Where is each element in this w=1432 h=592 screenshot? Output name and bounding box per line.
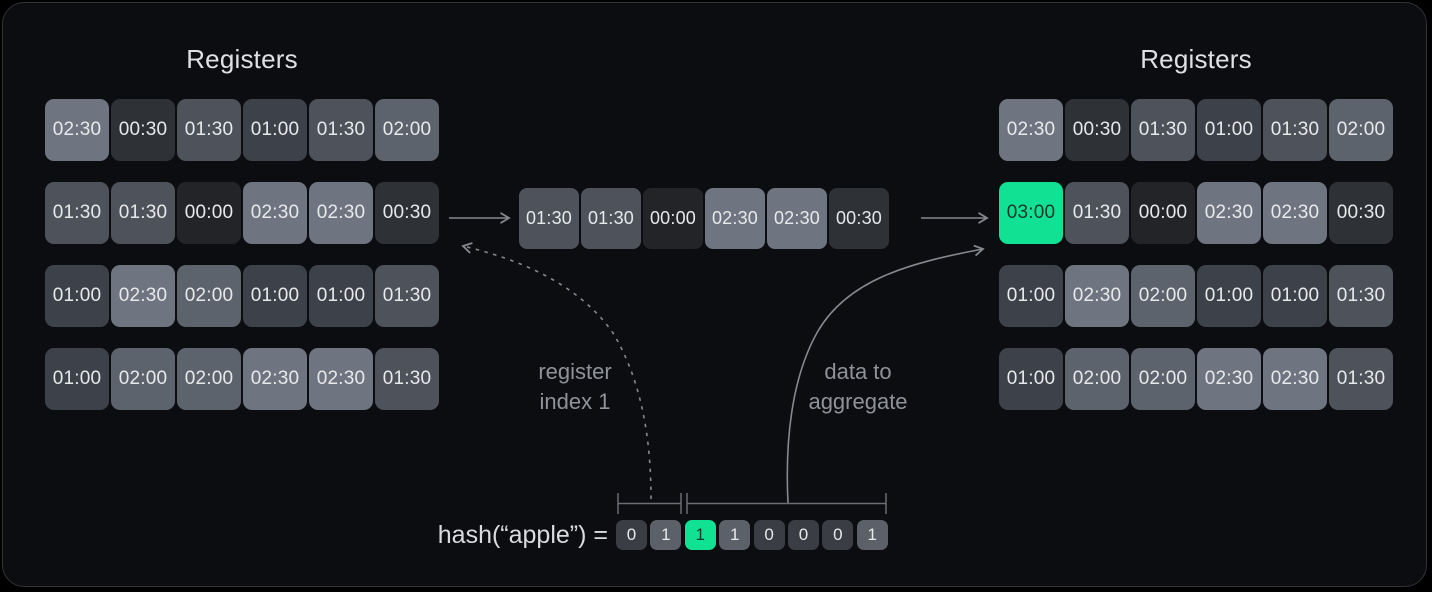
register-cell: 00:30 xyxy=(1329,182,1393,244)
register-cell: 01:00 xyxy=(243,99,307,161)
register-cell: 01:00 xyxy=(243,265,307,327)
register-cell: 02:00 xyxy=(111,348,175,410)
register-cell: 00:30 xyxy=(829,188,889,249)
register-cell: 02:00 xyxy=(1065,348,1129,410)
hash-bit: 0 xyxy=(787,520,819,550)
register-cell: 01:30 xyxy=(519,188,579,249)
register-cell: 01:00 xyxy=(999,348,1063,410)
register-cell-highlighted: 03:00 xyxy=(999,182,1063,244)
register-cell: 02:00 xyxy=(1131,265,1195,327)
data-bits-bracket xyxy=(686,493,887,514)
register-cell: 00:00 xyxy=(177,182,241,244)
register-cell: 01:00 xyxy=(1197,265,1261,327)
register-cell: 02:00 xyxy=(177,348,241,410)
register-cell: 01:00 xyxy=(45,348,109,410)
register-cell: 02:00 xyxy=(375,99,439,161)
register-cell: 00:00 xyxy=(1131,182,1195,244)
register-cell: 02:30 xyxy=(1065,265,1129,327)
register-cell: 01:30 xyxy=(1329,265,1393,327)
right-registers-title: Registers xyxy=(1140,44,1252,74)
register-cell: 01:30 xyxy=(1131,99,1195,161)
register-cell: 02:30 xyxy=(1263,182,1327,244)
hash-bit: 1 xyxy=(856,520,888,550)
hash-bit: 0 xyxy=(753,520,785,550)
register-cell: 02:00 xyxy=(177,265,241,327)
register-cell: 02:30 xyxy=(705,188,765,249)
register-cell: 00:30 xyxy=(111,99,175,161)
register-cell: 02:30 xyxy=(767,188,827,249)
register-cell: 02:30 xyxy=(243,182,307,244)
register-cell: 01:30 xyxy=(1263,99,1327,161)
register-cell: 02:30 xyxy=(1197,182,1261,244)
register-cell: 01:30 xyxy=(1329,348,1393,410)
register-cell: 02:30 xyxy=(243,348,307,410)
register-cell: 01:30 xyxy=(581,188,641,249)
register-cell: 02:00 xyxy=(1329,99,1393,161)
register-cell: 00:30 xyxy=(375,182,439,244)
register-cell: 01:00 xyxy=(999,265,1063,327)
data-to-aggregate-label: data to aggregate xyxy=(808,359,908,414)
register-cell: 02:00 xyxy=(1131,348,1195,410)
index-bits-bracket xyxy=(617,493,682,514)
hash-bit: 0 xyxy=(616,520,647,550)
hash-expression: hash(“apple”) = xyxy=(437,521,608,549)
register-cell: 01:30 xyxy=(309,99,373,161)
register-cell: 02:30 xyxy=(309,182,373,244)
register-cell: 02:30 xyxy=(999,99,1063,161)
register-cell: 01:00 xyxy=(1197,99,1261,161)
register-cell: 02:30 xyxy=(45,99,109,161)
register-cell: 01:00 xyxy=(1263,265,1327,327)
register-cell: 02:30 xyxy=(1263,348,1327,410)
register-cell: 01:00 xyxy=(45,265,109,327)
register-cell: 02:30 xyxy=(309,348,373,410)
register-cell: 00:00 xyxy=(643,188,703,249)
register-index-label: register index 1 xyxy=(538,359,612,414)
register-cell: 01:30 xyxy=(177,99,241,161)
hash-bit: 0 xyxy=(822,520,854,550)
register-cell: 01:00 xyxy=(309,265,373,327)
register-cell: 01:30 xyxy=(375,265,439,327)
register-cell: 01:30 xyxy=(111,182,175,244)
register-cell: 02:30 xyxy=(111,265,175,327)
register-cell: 01:30 xyxy=(375,348,439,410)
register-cell: 01:30 xyxy=(1065,182,1129,244)
hash-bit: 1 xyxy=(650,520,682,550)
hash-bit: 1 xyxy=(719,520,751,550)
register-cell: 00:30 xyxy=(1065,99,1129,161)
register-cell: 01:30 xyxy=(45,182,109,244)
register-cell: 02:30 xyxy=(1197,348,1261,410)
left-registers-title: Registers xyxy=(186,44,298,74)
hash-bit-highlighted: 1 xyxy=(684,520,716,550)
